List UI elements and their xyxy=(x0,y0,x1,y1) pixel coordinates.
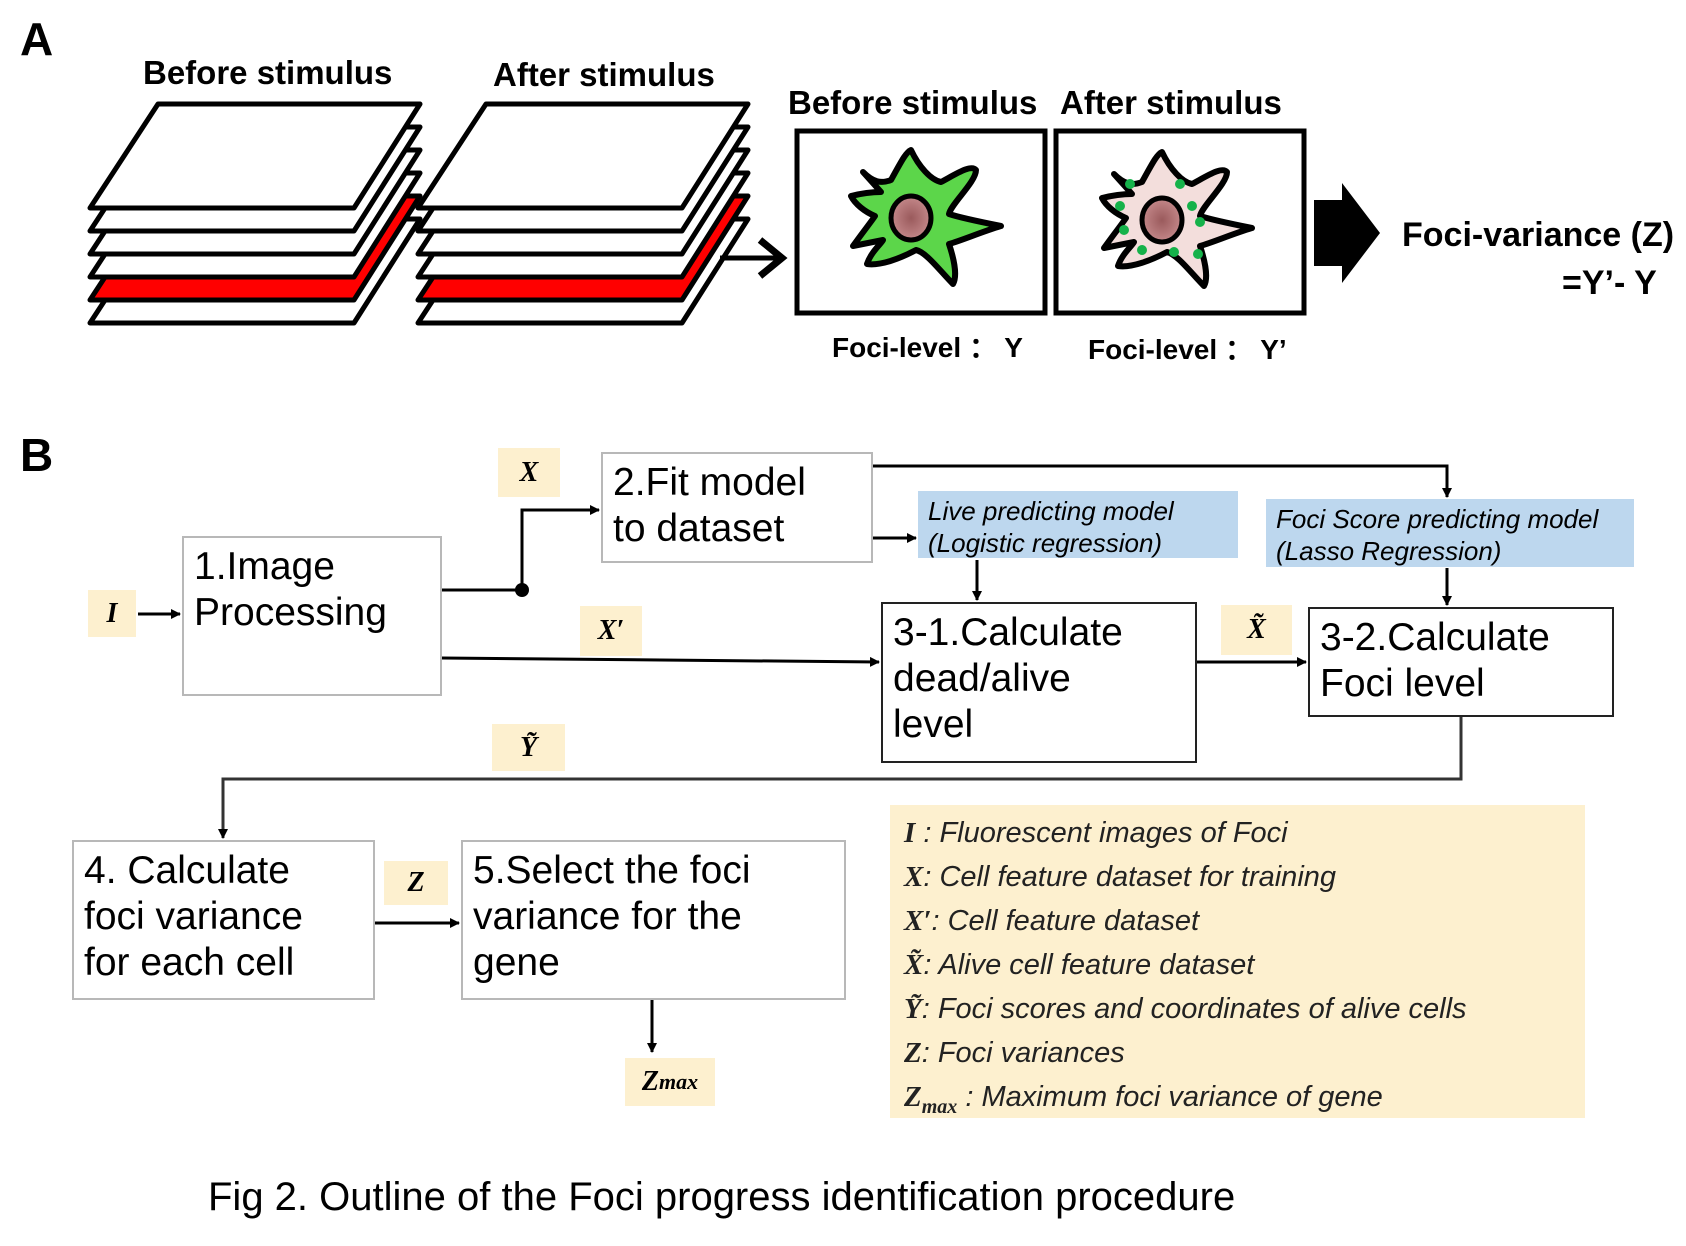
step-calc-foci-variance: 4. Calculate foci variance for each cell xyxy=(72,840,375,1000)
box-before-label: Before stimulus xyxy=(788,84,1038,121)
tag-x: X xyxy=(498,448,560,497)
foci-dot xyxy=(1119,225,1129,235)
foci-level-before: Foci-level ： Y xyxy=(832,332,1023,363)
panel-b-letter: B xyxy=(20,429,54,481)
live-predicting-model: Live predicting model (Logistic regressi… xyxy=(918,491,1238,558)
connector-fit-to-foci-model xyxy=(873,464,1452,498)
image-stack-before xyxy=(87,101,423,326)
image-plate xyxy=(415,101,751,211)
legend-description: : Foci variances xyxy=(921,1037,1125,1069)
step-fit-model: 2.Fit model to dataset xyxy=(601,452,873,563)
connector-processing-to-fit xyxy=(442,505,600,592)
legend-description: : Maximum foci variance of gene xyxy=(957,1081,1383,1113)
result-arrow-icon xyxy=(1314,183,1380,283)
image-stack-after xyxy=(415,101,751,326)
legend-row: Zmax : Maximum foci variance of gene xyxy=(904,1075,1571,1119)
live-model-title: Live predicting model xyxy=(928,496,1174,526)
tag-y-tilde: Ỹ xyxy=(492,724,565,771)
legend-symbol: X xyxy=(904,861,924,893)
legend-symbol: Z xyxy=(904,1037,922,1069)
legend-row: X: Cell feature dataset for training xyxy=(904,855,1571,899)
foci-score-predicting-model: Foci Score predicting model (Lasso Regre… xyxy=(1266,499,1634,567)
branch-node xyxy=(515,583,529,597)
legend-row: X̃: Alive cell feature dataset xyxy=(904,943,1571,987)
step-select-foci-variance: 5.Select the foci variance for the gene xyxy=(461,840,846,1000)
live-model-method: (Logistic regression) xyxy=(928,528,1163,558)
tag-z: Z xyxy=(384,861,448,905)
tag-i: I xyxy=(88,590,136,637)
cell-before-icon xyxy=(848,147,1004,287)
legend-description: : Foci scores and coordinates of alive c… xyxy=(921,993,1467,1025)
step-calc-foci-level: 3-2.Calculate Foci level xyxy=(1308,607,1614,717)
stack-before-label: Before stimulus xyxy=(143,54,393,91)
legend-symbol-subscript: max xyxy=(921,1095,958,1118)
legend-symbol: Ỹ xyxy=(904,993,922,1025)
legend-description: : Cell feature dataset xyxy=(931,905,1200,937)
foci-model-title: Foci Score predicting model xyxy=(1276,504,1599,534)
legend-row: I : Fluorescent images of Foci xyxy=(904,811,1571,855)
foci-dot xyxy=(1125,179,1135,189)
foci-dot xyxy=(1169,247,1179,257)
flow-connectors xyxy=(138,464,1463,1053)
legend-description: : Alive cell feature dataset xyxy=(923,949,1255,981)
image-plate xyxy=(87,101,423,211)
figure-caption: Fig 2. Outline of the Foci progress iden… xyxy=(208,1175,1236,1219)
foci-dot xyxy=(1175,179,1185,189)
step-calc-dead-alive: 3-1.Calculate dead/alive level xyxy=(881,602,1197,763)
foci-dot xyxy=(1115,201,1125,211)
legend-symbol: Z xyxy=(904,1081,922,1113)
tag-x-prime: X′ xyxy=(580,606,642,656)
cell-box-after xyxy=(1053,128,1307,316)
legend-symbol: X′ xyxy=(904,905,932,937)
foci-level-after: Foci-level ： Y’ xyxy=(1088,334,1287,365)
foci-dot xyxy=(1193,249,1203,259)
connector-foci-level-to-variance xyxy=(218,717,1463,839)
legend-description: : Cell feature dataset for training xyxy=(923,861,1337,893)
foci-dot xyxy=(1195,217,1205,227)
tag-z-max-sub: max xyxy=(658,1069,699,1094)
legend-symbol: I xyxy=(904,817,916,849)
legend-row: Z: Foci variances xyxy=(904,1031,1571,1075)
stack-to-cells-arrow xyxy=(720,237,788,279)
legend-row: Ỹ: Foci scores and coordinates of alive… xyxy=(904,987,1571,1031)
tag-z-max-base: Z xyxy=(641,1066,659,1097)
legend-row: X′: Cell feature dataset xyxy=(904,899,1571,943)
stack-after-label: After stimulus xyxy=(493,56,715,93)
legend-description: : Fluorescent images of Foci xyxy=(915,817,1288,849)
foci-variance-formula-line2: =Y’- Y xyxy=(1562,264,1657,302)
foci-model-method: (Lasso Regression) xyxy=(1276,536,1502,566)
step-image-processing: 1.Image Processing xyxy=(182,536,442,696)
foci-dot xyxy=(1137,245,1147,255)
tag-x-tilde: X̃ xyxy=(1221,605,1292,655)
foci-dot xyxy=(1187,201,1197,211)
panel-a-letter: A xyxy=(20,13,54,65)
cell-after-icon xyxy=(1099,149,1255,289)
connector-processing-to-dead-alive xyxy=(441,656,880,667)
legend-symbol: X̃ xyxy=(904,949,924,981)
foci-variance-formula-line1: Foci-variance (Z) xyxy=(1402,216,1675,254)
box-after-label: After stimulus xyxy=(1060,84,1282,121)
